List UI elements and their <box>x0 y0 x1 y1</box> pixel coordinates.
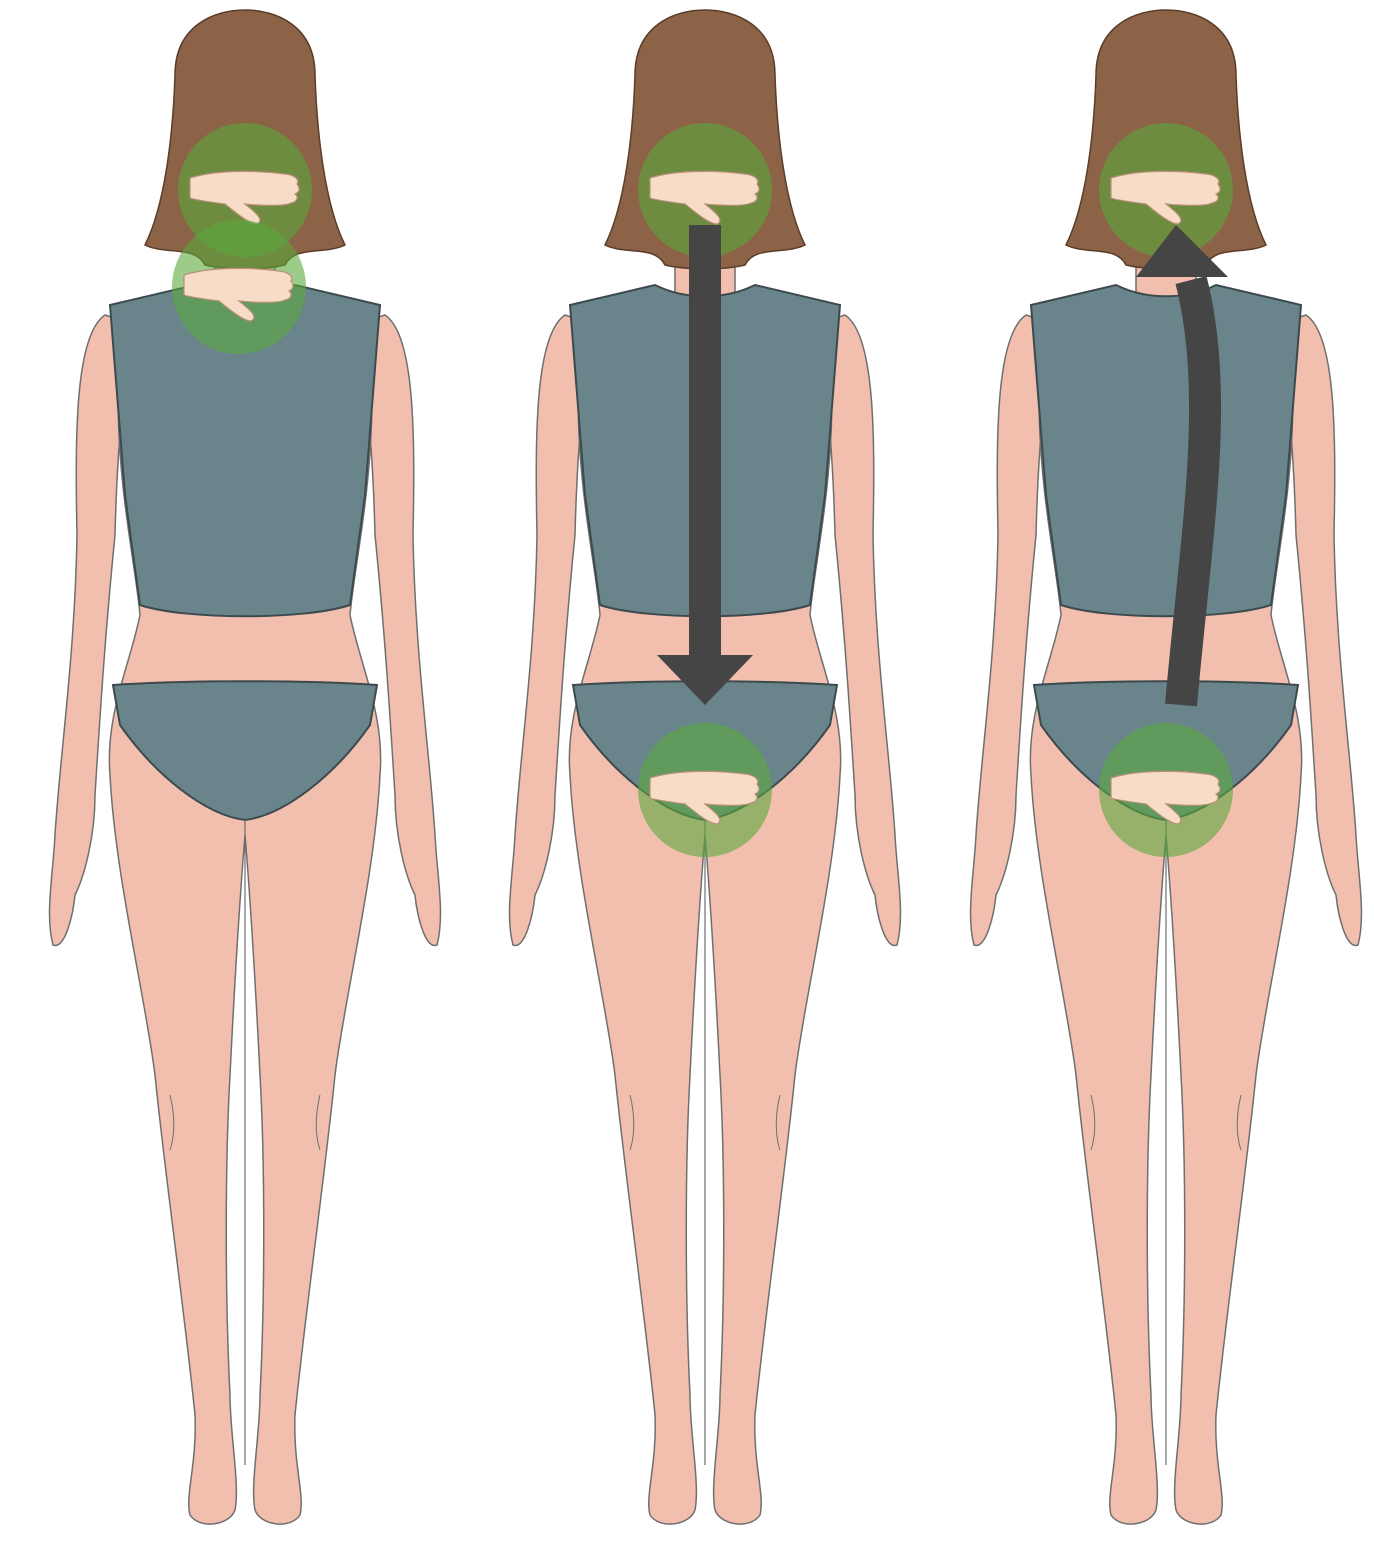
hand-placement-sacrum <box>638 723 772 857</box>
figures-layer <box>50 10 1362 1524</box>
hand-placement-upper-back-neck <box>172 220 306 354</box>
hand-placement-upper-back-of-head <box>1099 123 1233 257</box>
figure-2 <box>510 10 901 1524</box>
figure-1 <box>50 10 441 1524</box>
figure-3 <box>971 10 1362 1524</box>
hand-placement-sacrum <box>1099 723 1233 857</box>
